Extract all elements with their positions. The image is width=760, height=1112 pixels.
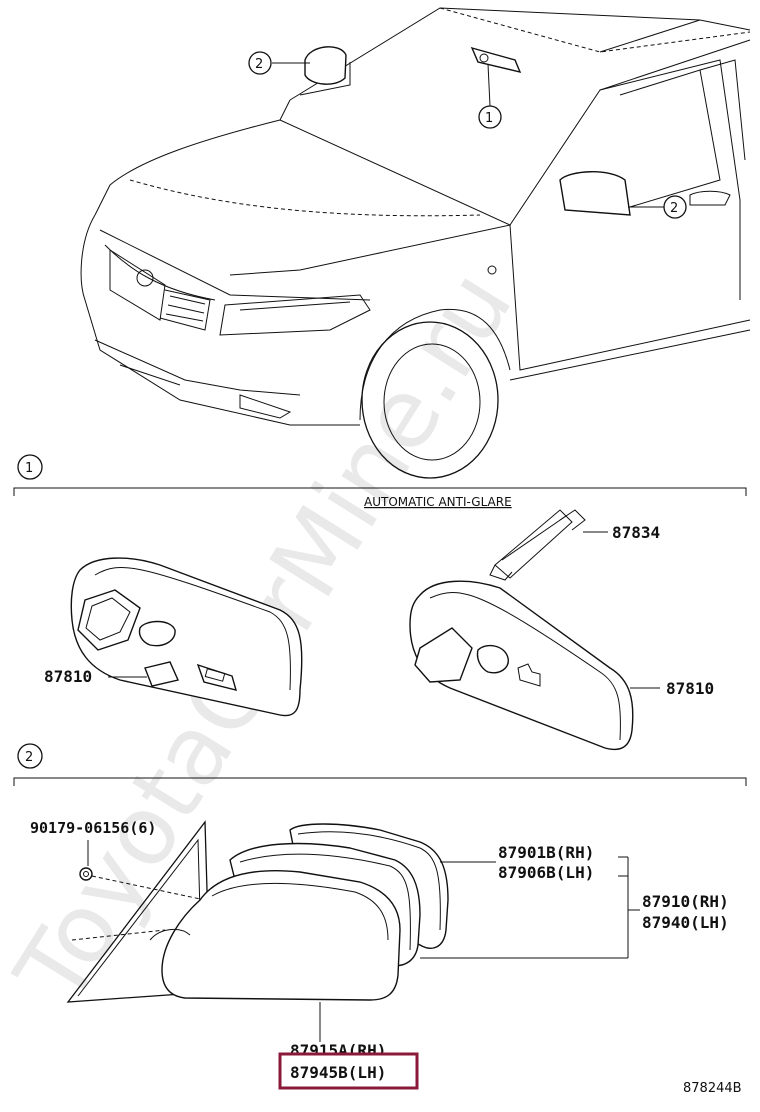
section-number: 1	[25, 461, 33, 476]
inside-mirror-left	[70, 557, 303, 717]
car-callout-1: 1	[478, 63, 502, 129]
part-number-outer-lh[interactable]: 87945B(LH)	[290, 1063, 386, 1082]
part-number-assy-lh[interactable]: 87940(LH)	[642, 913, 729, 932]
car-callout-2-right: 2	[628, 195, 687, 219]
part-number-mirror-right[interactable]: 87810	[666, 679, 714, 698]
section-number: 2	[25, 750, 33, 765]
bracket-part	[489, 509, 608, 581]
car-illustration	[80, 7, 751, 479]
highlight-box	[278, 1052, 419, 1090]
callout-number: 1	[485, 111, 493, 126]
inside-mirror-right	[409, 580, 660, 751]
callout-number: 2	[670, 201, 678, 216]
section-2: 2 90179-06156(6)	[13, 743, 747, 1090]
part-number-mirror-left[interactable]: 87810	[44, 667, 92, 686]
section-1: 1 AUTOMATIC ANTI-GLARE 87834 87810	[13, 454, 747, 751]
diagram-id: 878244B	[683, 1081, 742, 1096]
part-number-assy-rh[interactable]: 87910(RH)	[642, 892, 729, 911]
callout-number: 2	[255, 57, 263, 72]
part-number-cover-lh[interactable]: 87906B(LH)	[498, 863, 594, 882]
part-number-cover-rh[interactable]: 87901B(RH)	[498, 843, 594, 862]
car-callout-2-left: 2	[248, 51, 351, 96]
part-number-bracket[interactable]: 87834	[612, 523, 660, 542]
section-header: AUTOMATIC ANTI-GLARE	[364, 495, 512, 509]
outside-mirror-assembly	[149, 823, 449, 1001]
screw-icon	[79, 867, 93, 881]
part-number-screw[interactable]: 90179-06156(6)	[30, 819, 156, 837]
